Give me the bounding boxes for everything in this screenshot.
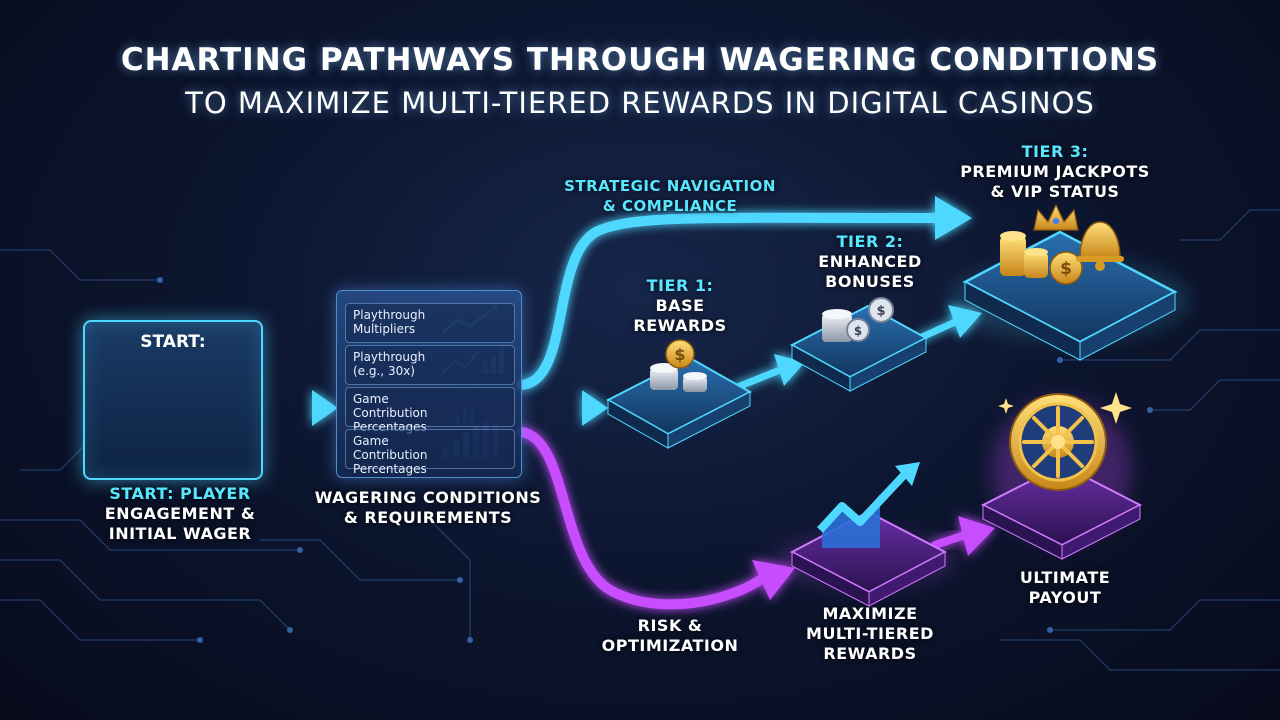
arrow-start-head: [312, 390, 338, 426]
wagering-row-label: Game Contribution Percentages: [353, 434, 428, 476]
start-panel-title: START:: [140, 332, 206, 352]
tier3-label-tier: TIER 3:: [1021, 142, 1089, 161]
tier2-label-line3: BONUSES: [825, 272, 915, 291]
bell-icon: [1076, 221, 1124, 271]
start-caption: START: PLAYER ENGAGEMENT & INITIAL WAGER: [80, 484, 280, 544]
svg-text:$: $: [674, 345, 685, 364]
circuit-traces: [0, 209, 1280, 671]
start-caption-line3: INITIAL WAGER: [108, 524, 252, 543]
wagering-panel: Playthrough Multipliers Playthrough (e.g…: [336, 290, 522, 478]
upper-path: [517, 212, 945, 390]
tier1-to-tier2: [731, 366, 784, 392]
sparkle-icon: [998, 392, 1132, 424]
tier2-label-line2: ENHANCED: [818, 252, 922, 271]
wagering-caption-line1: WAGERING CONDITIONS: [314, 488, 542, 507]
maximize-to-payout: [931, 531, 969, 549]
maximize-label: MAXIMIZE MULTI-TIERED REWARDS: [785, 604, 955, 664]
maximize-label-line2: MULTI-TIERED: [806, 624, 934, 643]
growth-chart-icon: [817, 462, 920, 548]
tier1-label-tier: TIER 1:: [646, 276, 714, 295]
page-title: CHARTING PATHWAYS THROUGH WAGERING CONDI…: [120, 42, 1160, 78]
roulette-wheel-icon: [1009, 393, 1107, 491]
gold-coin-stack-icon: $: [1000, 231, 1083, 285]
wagering-row-label: Playthrough Multipliers: [353, 308, 426, 336]
start-panel: START:: [83, 320, 263, 480]
maximize-to-payout-head: [958, 516, 995, 556]
wagering-caption-line2: & REQUIREMENTS: [343, 508, 513, 527]
wagering-row-label: Game Contribution Percentages: [353, 392, 428, 434]
poker-chip-icon: $ $: [822, 297, 894, 342]
tier3-label: TIER 3: PREMIUM JACKPOTS & VIP STATUS: [945, 142, 1165, 202]
svg-text:$: $: [876, 304, 885, 319]
mid-path-head: [582, 390, 608, 426]
lower-path-label-line2: OPTIMIZATION: [601, 636, 739, 655]
wagering-row-label: Playthrough (e.g., 30x): [353, 350, 426, 378]
wagering-row: Playthrough (e.g., 30x): [345, 345, 515, 385]
lower-path-label: RISK & OPTIMIZATION: [590, 616, 750, 656]
wagering-caption: WAGERING CONDITIONS & REQUIREMENTS: [308, 488, 548, 528]
payout-label: ULTIMATE PAYOUT: [1000, 568, 1130, 608]
upper-path-head: [935, 196, 972, 240]
start-caption-line1: START: PLAYER: [109, 484, 251, 503]
crown-icon: [1033, 203, 1079, 231]
maximize-label-line1: MAXIMIZE: [822, 604, 918, 623]
tier3-label-line2: PREMIUM JACKPOTS: [960, 162, 1150, 181]
start-caption-line2: ENGAGEMENT &: [104, 504, 256, 523]
upper-path-label-line1: STRATEGIC NAVIGATION: [564, 177, 776, 195]
tier1-platform: [605, 356, 753, 449]
payout-label-line2: PAYOUT: [1028, 588, 1102, 607]
tier3-label-line3: & VIP STATUS: [990, 182, 1120, 201]
svg-text:$: $: [854, 324, 862, 338]
maximize-label-line3: REWARDS: [823, 644, 917, 663]
wagering-row: Game Contribution Percentages: [345, 429, 515, 476]
upper-path-label: STRATEGIC NAVIGATION & COMPLIANCE: [540, 176, 800, 216]
tier2-label-tier: TIER 2:: [836, 232, 904, 251]
lower-path-label-line1: RISK &: [637, 616, 703, 635]
coin-stack-icon: $: [650, 339, 707, 392]
page-subtitle: TO MAXIMIZE MULTI-TIERED REWARDS IN DIGI…: [185, 86, 1095, 120]
tier2-to-tier3: [916, 318, 959, 342]
payout-label-line1: ULTIMATE: [1019, 568, 1111, 587]
wagering-row: Playthrough Multipliers: [345, 303, 515, 343]
tier3-platform: [950, 230, 1190, 361]
tier2-label: TIER 2: ENHANCED BONUSES: [790, 232, 950, 292]
tier1-label: TIER 1: BASE REWARDS: [620, 276, 740, 336]
lower-path: [517, 427, 765, 610]
wagering-row: Game Contribution Percentages: [345, 387, 515, 434]
svg-text:$: $: [1060, 259, 1072, 279]
tier1-label-line2: BASE: [655, 296, 705, 315]
upper-path-label-line2: & COMPLIANCE: [602, 197, 738, 215]
tier1-label-line3: REWARDS: [633, 316, 727, 335]
